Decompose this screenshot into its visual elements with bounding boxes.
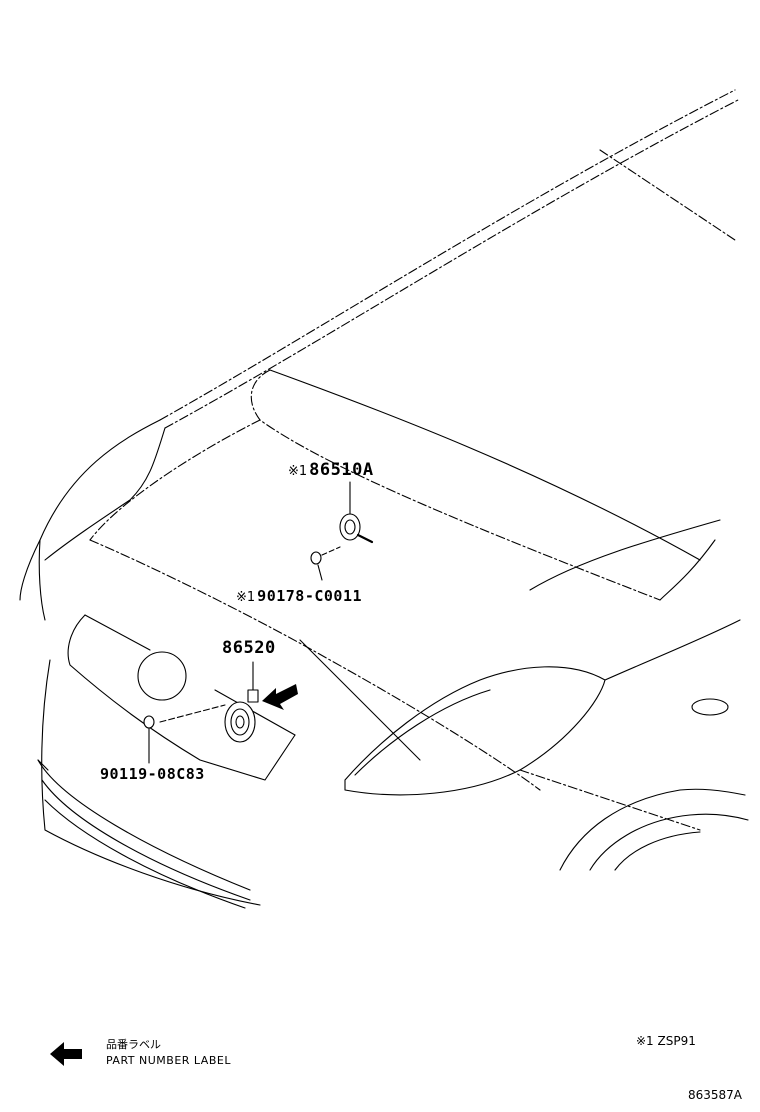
horn-low-part (159, 661, 259, 743)
footnote-mark: ※1 (288, 464, 308, 479)
bolt-lower-part (143, 715, 155, 764)
legend-label-en: PART NUMBER LABEL (106, 1054, 231, 1067)
footnote-text: ZSP91 (657, 1034, 696, 1048)
wheel-arch (559, 788, 746, 871)
part-number: 86520 (222, 638, 276, 658)
footnote: ※1 ZSP91 (636, 1034, 696, 1048)
illustration-id: 863587A (688, 1088, 743, 1102)
lower-grille (37, 759, 251, 909)
part-number: 90119-08C83 (100, 765, 205, 783)
part-number: 86510A (309, 460, 374, 480)
callout-86520: 86520 (222, 638, 276, 658)
bolt-upper-part (310, 546, 341, 581)
legend-label-jp: 品番ラベル (106, 1038, 161, 1051)
footnote-mark: ※1 (636, 1034, 654, 1048)
part-number: 90178-C0011 (257, 587, 363, 605)
part-number-label-arrow-icon (262, 684, 298, 710)
grille-upper (67, 614, 296, 781)
arrow-left-icon (50, 1042, 82, 1066)
callout-90119-08c83: 90119-08C83 (100, 764, 205, 783)
headlight (344, 666, 606, 796)
roof-edge-line (159, 89, 736, 421)
horn-high-part (339, 481, 374, 544)
legend: 品番ラベル PART NUMBER LABEL (50, 1036, 310, 1076)
footnote-mark: ※1 (236, 590, 256, 605)
hood-outline (250, 369, 661, 601)
emblem-circle (137, 651, 187, 701)
